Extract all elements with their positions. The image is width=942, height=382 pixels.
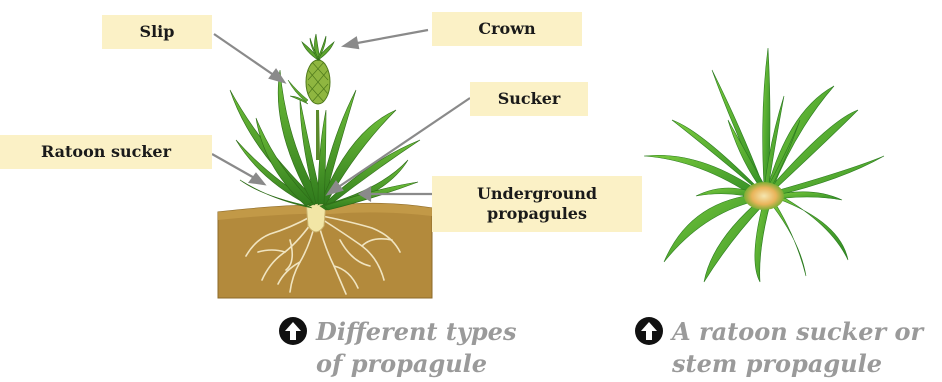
up-arrow-circle-icon (634, 316, 664, 346)
label-underground-line2: propagules (487, 204, 587, 224)
ratoon-base (744, 182, 784, 210)
caption-right-line2: stem propagule (672, 350, 882, 378)
label-crown: Crown (432, 12, 582, 46)
caption-left-line2: of propagule (316, 350, 487, 378)
label-ratoon-sucker: Ratoon sucker (0, 135, 212, 169)
caption-right-line1: A ratoon sucker or (672, 318, 923, 346)
fruit-stalk (316, 110, 320, 160)
label-slip: Slip (102, 15, 212, 49)
up-arrow-circle-icon (278, 316, 308, 346)
crown (302, 34, 334, 60)
label-underground-line1: Underground (477, 184, 597, 204)
label-underground-propagules: Underground propagules (432, 176, 642, 232)
label-sucker: Sucker (470, 82, 588, 116)
ratoon-sucker-plant (644, 48, 884, 282)
caption-left-line1: Different types (316, 318, 516, 346)
pineapple-fruit (306, 60, 330, 104)
slip (288, 80, 308, 104)
